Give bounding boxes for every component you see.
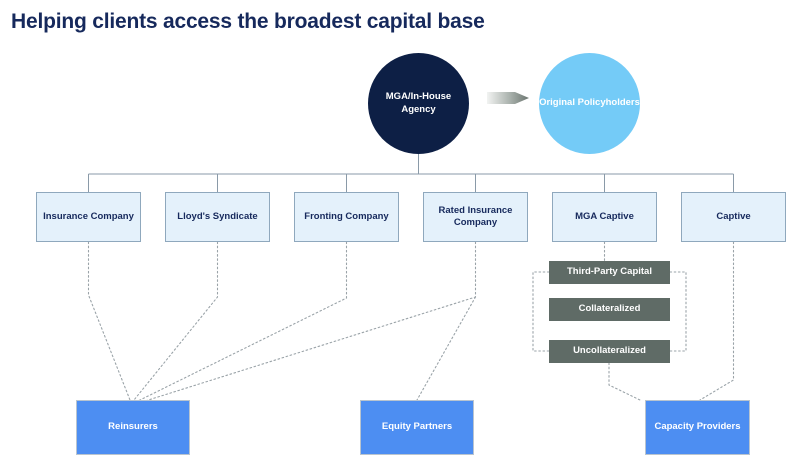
node-capacity-providers[interactable]: Capacity Providers (645, 400, 750, 455)
node-fronting-company[interactable]: Fronting Company (294, 192, 399, 242)
connector-rated-insurance-company-to-reinsurers (141, 241, 477, 403)
node-label: MGA/In-House Agency (385, 90, 452, 115)
node-uncollateralized[interactable]: Uncollateralized (549, 340, 670, 363)
connector-stack-left-bracket (532, 271, 550, 352)
node-label: MGA Captive (575, 210, 634, 222)
node-label: Captive (716, 210, 751, 222)
node-captive[interactable]: Captive (681, 192, 786, 242)
node-label: Reinsurers (108, 421, 158, 433)
node-rated-insurance-company[interactable]: Rated Insurance Company (423, 192, 528, 242)
connector-fronting-company-to-reinsurers (137, 241, 348, 402)
node-label: Rated Insurance Company (438, 204, 513, 228)
page-title: Helping clients access the broadest capi… (11, 10, 485, 33)
node-lloyds-syndicate[interactable]: Lloyd's Syndicate (165, 192, 270, 242)
node-label: Lloyd's Syndicate (177, 210, 258, 222)
node-original-policyholders[interactable]: Original Policyholders (539, 53, 640, 154)
node-label: Fronting Company (304, 210, 389, 222)
node-reinsurers[interactable]: Reinsurers (76, 400, 190, 455)
node-label: Insurance Company (43, 210, 134, 222)
connector-stack-to-capacity-providers (608, 362, 641, 401)
node-label: Collateralized (578, 303, 641, 315)
connector-captive-to-capacity-providers (699, 241, 735, 401)
connector-stack-right-bracket (669, 271, 687, 352)
connector-rated-insurance-company-to-equity-partners (416, 296, 477, 401)
node-third-party-capital[interactable]: Third-Party Capital (549, 261, 670, 284)
node-label: Equity Partners (381, 421, 453, 433)
node-label: Uncollateralized (573, 345, 646, 357)
connector-insurance-company-to-reinsurers (87, 241, 131, 401)
node-label: Original Policyholders (539, 97, 640, 109)
node-collateralized[interactable]: Collateralized (549, 298, 670, 321)
node-label: Capacity Providers (654, 421, 741, 433)
flow-arrow-icon (487, 92, 529, 104)
node-insurance-company[interactable]: Insurance Company (36, 192, 141, 242)
node-mga-captive[interactable]: MGA Captive (552, 192, 657, 242)
connector-lloyds-syndicate-to-reinsurers (133, 241, 219, 401)
node-mga-in-house-agency[interactable]: MGA/In-House Agency (368, 53, 469, 154)
node-equity-partners[interactable]: Equity Partners (360, 400, 474, 455)
node-label: Third-Party Capital (567, 266, 652, 278)
